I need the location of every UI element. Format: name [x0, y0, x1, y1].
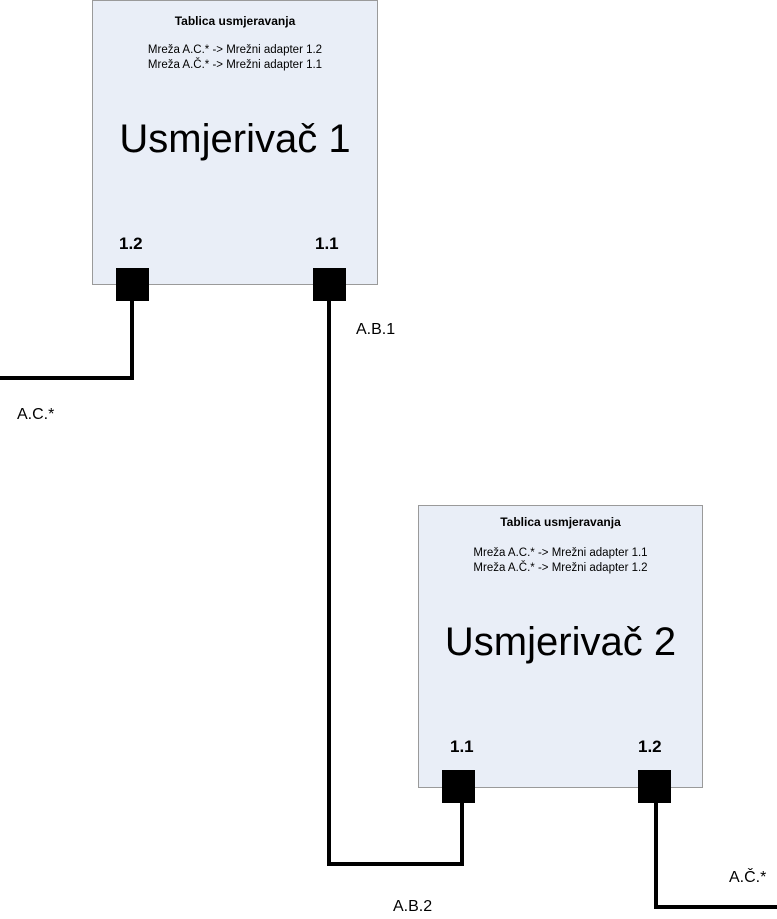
- router-1-box: Tablica usmjeravanja Mreža A.C.* -> Mrež…: [92, 0, 378, 285]
- router-name: Usmjerivač 1: [119, 117, 351, 161]
- port-label-right: 1.1: [315, 234, 339, 253]
- wire-ab: [327, 300, 464, 866]
- route-row: Mreža A.C.* -> Mrežni adapter 1.1: [473, 547, 648, 559]
- router-1-port-1-1: [313, 268, 346, 301]
- network-label-ab2: A.B.2: [393, 898, 433, 915]
- router-2-box: Tablica usmjeravanja Mreža A.C.* -> Mrež…: [418, 505, 703, 788]
- router-name: Usmjerivač 2: [444, 620, 677, 664]
- wire-ach: [654, 802, 777, 909]
- routing-table-rows: Mreža A.C.* -> Mrežni adapter 1.2 Mreža …: [93, 43, 377, 73]
- routing-table-title: Tablica usmjeravanja: [174, 14, 296, 28]
- router-2-port-1-2: [638, 770, 671, 803]
- port-label-right: 1.2: [638, 737, 662, 756]
- route-row: Mreža A.Č.* -> Mrežni adapter 1.2: [473, 562, 648, 574]
- port-label-left: 1.2: [119, 234, 143, 253]
- routing-table-title: Tablica usmjeravanja: [500, 515, 621, 529]
- route-row: Mreža A.C.* -> Mrežni adapter 1.2: [147, 44, 323, 56]
- network-label-ac: A.C.*: [17, 406, 55, 423]
- wire-ac: [0, 300, 134, 380]
- router-2-port-1-1: [442, 770, 475, 803]
- routing-table-rows: Mreža A.C.* -> Mrežni adapter 1.1 Mreža …: [419, 546, 702, 576]
- router-1-port-1-2: [116, 268, 149, 301]
- port-label-left: 1.1: [450, 737, 474, 756]
- network-label-ach: A.Č.*: [729, 869, 767, 886]
- network-label-ab1: A.B.1: [356, 321, 396, 338]
- route-row: Mreža A.Č.* -> Mrežni adapter 1.1: [147, 59, 323, 71]
